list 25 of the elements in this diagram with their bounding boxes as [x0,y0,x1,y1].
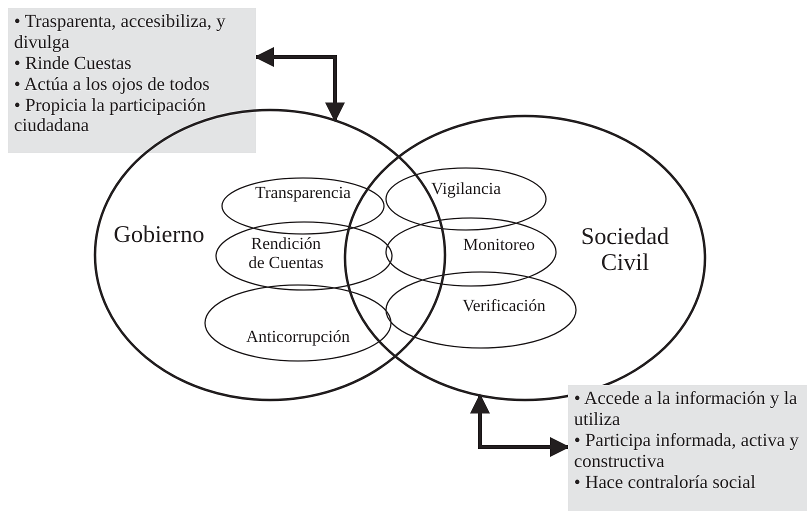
ellipse [386,168,546,230]
note-box [568,385,807,511]
arrow [254,47,345,122]
label-text: Monitoreo [462,236,536,255]
label-text: Verificación [461,297,547,316]
bullet-text: • Hace contraloría social [574,472,757,494]
bullet-text: • Propicia la participación ciudadana [14,96,207,138]
label-text: Rendición de Cuentas [247,235,325,272]
ellipse [386,218,556,286]
bullet-text: • Trasparenta, accesibiliza, y divulga [14,12,226,54]
bullet-text: • Participa informada, activa y constructiva [574,430,800,473]
note-box [8,8,256,153]
bullet-text: • Accede a la información y la utiliza [574,389,798,431]
label-text: Vigilancia [430,180,502,199]
ellipse [222,178,384,234]
ellipse [216,222,392,290]
bullet-text: • Actúa a los ojos de todos [14,74,211,96]
label-text: Gobierno [112,222,206,248]
label-text: Sociedad Civil [580,224,670,277]
bullet-text: • Rinde Cuestas [14,54,132,75]
arrow [470,394,570,457]
label-text: Transparencia [254,184,352,203]
ellipse [386,272,576,348]
ellipse [205,285,391,361]
label-text: Anticorrupción [245,328,351,347]
